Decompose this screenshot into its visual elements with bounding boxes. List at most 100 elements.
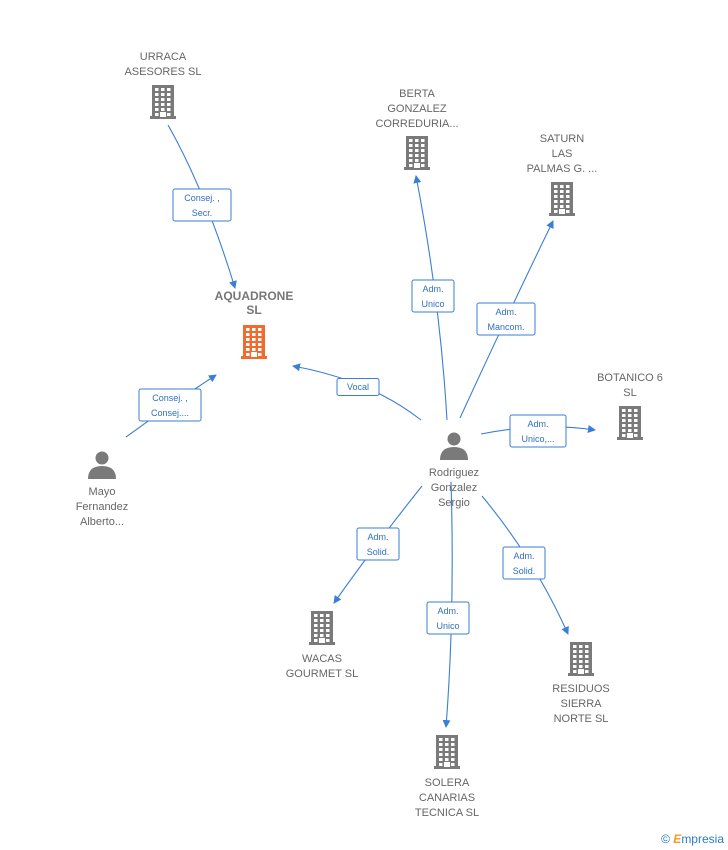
node-label-line: Gonzalez: [431, 482, 477, 494]
node-berta[interactable]: BERTA GONZALEZ CORREDURIA...: [375, 88, 459, 170]
node-label-line: NORTE SL: [554, 713, 609, 725]
person-icon: [88, 451, 116, 479]
node-label-line: SL: [246, 303, 261, 317]
edge-label-e-rodriguez-botanico[interactable]: Adm. Unico,...: [509, 414, 567, 448]
node-wacas[interactable]: WACAS GOURMET SL: [286, 611, 359, 680]
node-saturn[interactable]: SATURN LAS PALMAS G. ...: [527, 133, 598, 216]
edge-label-box: [509, 414, 567, 448]
node-label-line: Sergio: [438, 497, 470, 509]
edge-label-box: [356, 527, 400, 561]
node-label-line: SOLERA: [425, 777, 470, 789]
edge-label-text: Adm. Solid.: [367, 532, 390, 557]
building-icon: [150, 85, 176, 119]
edge-label-e-rodriguez-residuos[interactable]: Adm. Solid.: [502, 546, 546, 580]
edge-label-line: Solid.: [367, 547, 390, 557]
node-solera[interactable]: SOLERA CANARIAS TECNICA SL: [415, 735, 479, 819]
copyright-symbol: ©: [661, 832, 670, 846]
edge-label-box: [172, 188, 232, 222]
node-label-line: Mayo: [89, 486, 116, 498]
empresia-logo: © Empresia: [661, 832, 724, 846]
node-label-line: TECNICA SL: [415, 807, 479, 819]
node-label-line: GOURMET SL: [286, 668, 359, 680]
node-label-line: Rodriguez: [429, 467, 479, 479]
person-icon: [440, 432, 468, 460]
node-botanico[interactable]: BOTANICO 6 SL: [597, 372, 663, 440]
building-icon: [549, 182, 575, 216]
node-label-line: Alberto...: [80, 516, 124, 528]
building-icon: [568, 642, 594, 676]
building-icon: [617, 406, 643, 440]
node-label-line: SL: [623, 387, 636, 399]
edge-label-box: [138, 388, 202, 422]
node-label-line: RESIDUOS: [552, 683, 609, 695]
edge-label-box: [502, 546, 546, 580]
edge-label-box: [476, 302, 536, 336]
edge-label-line: Solid.: [513, 566, 536, 576]
node-label-line: BOTANICO 6: [597, 372, 663, 384]
edge-label-box: [336, 378, 380, 396]
building-icon: [241, 325, 267, 359]
node-label-line: GONZALEZ: [387, 103, 447, 115]
edge-label-line: Secr.: [192, 208, 213, 218]
edge-label-line: Adm.: [513, 551, 534, 561]
building-icon: [404, 136, 430, 170]
edge-label-e-mayo-aquadrone[interactable]: Consej. , Consej....: [138, 388, 202, 422]
edge-label-e-rodriguez-berta[interactable]: Adm. Unico: [411, 279, 455, 313]
edge-label-line: Consej. ,: [184, 193, 220, 203]
edge-label-line: Unico,...: [521, 434, 554, 444]
node-label: SATURN LAS PALMAS G. ...: [527, 133, 598, 175]
node-label-line: Fernandez: [76, 501, 129, 513]
edge-label-text: Adm. Unico,...: [521, 419, 554, 444]
edge-label-e-rodriguez-solera[interactable]: Adm. Unico: [426, 601, 470, 635]
edge-label-line: Consej. ,: [152, 393, 188, 403]
edge-label-line: Vocal: [347, 382, 369, 392]
node-label: BOTANICO 6 SL: [597, 372, 663, 399]
node-label-line: LAS: [552, 148, 573, 160]
node-label: RESIDUOS SIERRA NORTE SL: [552, 683, 609, 725]
edge-label-line: Unico: [436, 621, 459, 631]
node-label: SOLERA CANARIAS TECNICA SL: [415, 777, 479, 819]
brand-initial: E: [673, 832, 682, 846]
edge-label-box: [411, 279, 455, 313]
edge-label-line: Adm.: [495, 307, 516, 317]
building-icon: [309, 611, 335, 645]
edge-label-text: Adm. Solid.: [513, 551, 536, 576]
edge-label-text: Vocal: [347, 382, 369, 392]
edge-label-text: Adm.Mancom.: [487, 307, 524, 332]
edge-label-line: Unico: [421, 299, 444, 309]
node-label-line: PALMAS G. ...: [527, 163, 598, 175]
edge-label-e-rodriguez-saturn[interactable]: Adm.Mancom.: [476, 302, 536, 336]
node-residuos[interactable]: RESIDUOS SIERRA NORTE SL: [552, 642, 610, 725]
brand-name: mpresia: [681, 832, 724, 846]
node-label-line: CANARIAS: [419, 792, 475, 804]
edge-label-e-rodriguez-wacas[interactable]: Adm. Solid.: [356, 527, 400, 561]
node-label-line: SIERRA: [561, 698, 603, 710]
node-label-line: CORREDURIA...: [375, 118, 458, 130]
node-label-line: WACAS: [302, 653, 342, 665]
edge-label-text: Consej. , Secr.: [184, 193, 220, 218]
node-label-line: AQUADRONE: [215, 289, 294, 303]
node-label-line: BERTA: [399, 88, 435, 100]
edge-label-e-rodriguez-aquadrone[interactable]: Vocal: [336, 378, 380, 396]
edge-label-line: Adm.: [437, 606, 458, 616]
edge-label-line: Adm.: [527, 419, 548, 429]
edge-label-text: Adm. Unico: [421, 284, 444, 309]
edge-label-text: Consej. , Consej....: [151, 393, 189, 418]
edge-label-line: Consej....: [151, 408, 189, 418]
edge-label-text: Adm. Unico: [436, 606, 459, 631]
edge-label-line: Adm.: [367, 532, 388, 542]
node-label: WACAS GOURMET SL: [286, 653, 359, 680]
edge-label-box: [426, 601, 470, 635]
edge-label-e-urraca-aquadrone[interactable]: Consej. , Secr.: [172, 188, 232, 222]
edge-label-line: Adm.: [422, 284, 443, 294]
node-label-line: SATURN: [540, 133, 584, 145]
